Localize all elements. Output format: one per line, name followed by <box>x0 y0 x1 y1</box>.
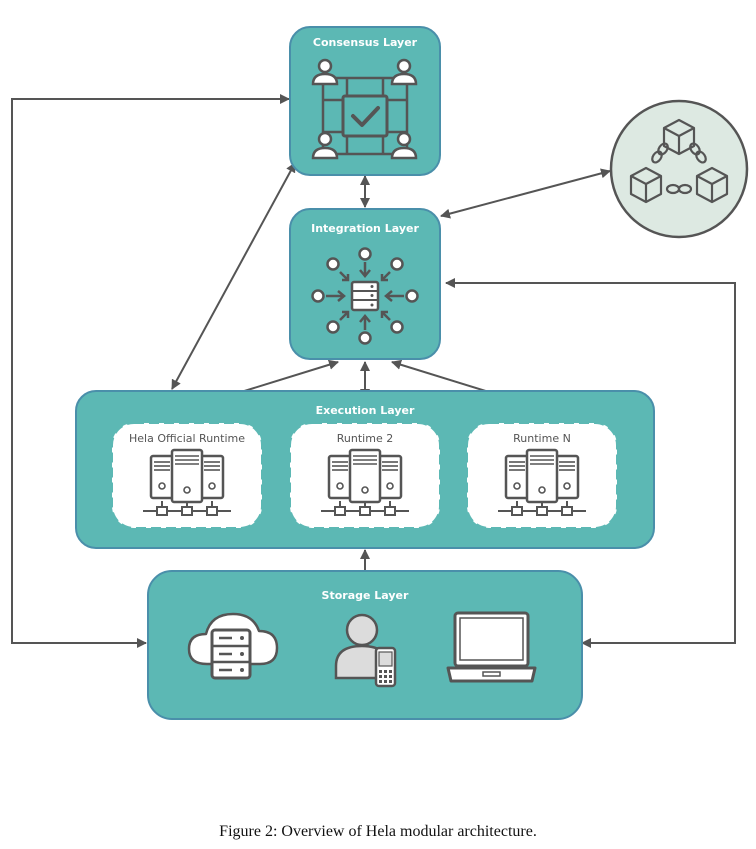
storage-layer: Storage Layer <box>147 570 583 720</box>
integration-hub-icon <box>311 247 419 345</box>
cloud-server-icon <box>187 612 279 680</box>
blockchain-network-icon <box>609 99 749 239</box>
figure-caption: Figure 2: Overview of Hela modular archi… <box>219 823 537 840</box>
arrow-integration-blockchain <box>440 168 611 219</box>
laptop-icon <box>446 611 537 683</box>
runtime-card: Runtime N <box>466 422 618 529</box>
consensus-layer: Consensus Layer <box>289 26 441 176</box>
runtime-card: Hela Official Runtime <box>111 422 263 529</box>
runtime-title: Runtime N <box>513 432 571 445</box>
runtime-cards: Hela Official Runtime Runtime 2 Runtime N <box>111 422 618 529</box>
runtime-title: Runtime 2 <box>337 432 393 445</box>
arrow-storage-consensus-loop <box>11 94 290 648</box>
storage-layer-title: Storage Layer <box>322 589 409 602</box>
execution-layer-title: Execution Layer <box>316 404 415 417</box>
user-mobile-icon <box>334 613 397 688</box>
connectors <box>11 94 736 648</box>
validators-consensus-icon <box>311 58 418 160</box>
runtime-title: Hela Official Runtime <box>129 432 245 445</box>
server-rack-icon <box>498 448 586 516</box>
arrow-consensus-execution <box>171 162 296 390</box>
arrow-storage-integration-loop <box>445 278 736 648</box>
server-rack-icon <box>143 448 231 516</box>
server-rack-icon <box>321 448 409 516</box>
runtime-card: Runtime 2 <box>289 422 441 529</box>
integration-layer: Integration Layer <box>289 208 441 360</box>
consensus-layer-title: Consensus Layer <box>313 36 418 49</box>
integration-layer-title: Integration Layer <box>311 222 419 235</box>
